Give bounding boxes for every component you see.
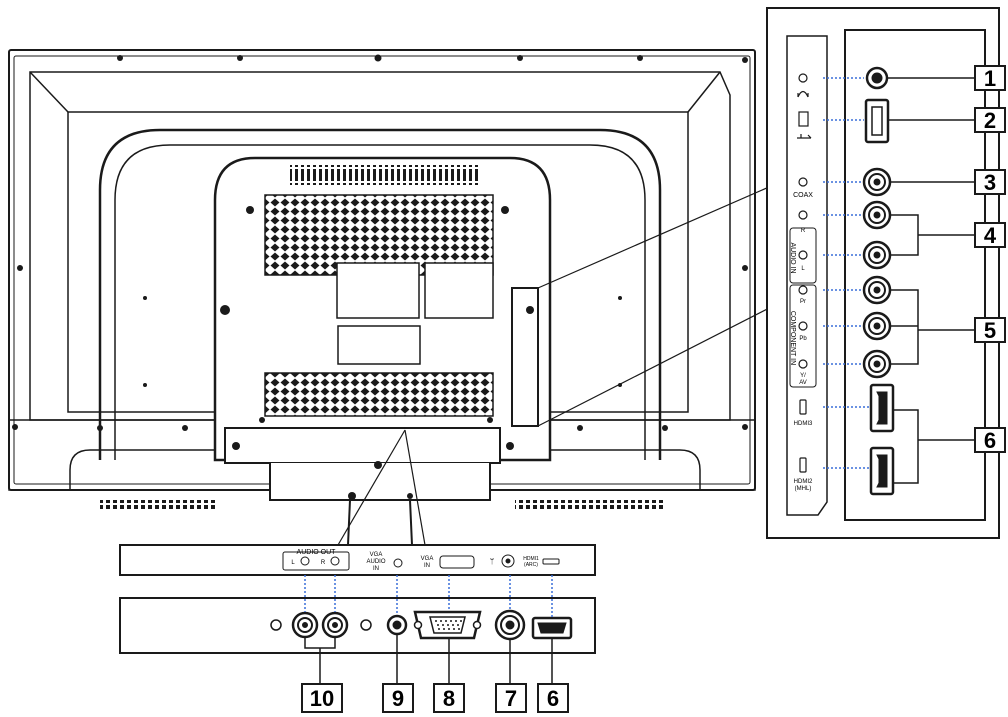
screws <box>12 54 748 500</box>
coax-label: COAX <box>793 192 813 199</box>
yav-label-line2: AV <box>799 380 807 386</box>
bottom-label-strip <box>119 544 596 576</box>
hdmi3-port <box>869 383 895 433</box>
callout-2: 2 <box>984 108 996 133</box>
tv-side-jack-panel <box>511 287 539 427</box>
audio-out-l-jack <box>291 611 319 639</box>
callout-1: 1 <box>984 66 996 91</box>
lower-vent-grille <box>264 372 494 417</box>
hdmi3-label: HDMI3 <box>794 421 813 427</box>
headphone-jack <box>865 66 889 90</box>
bottom-vent-right <box>515 500 665 509</box>
callout-8: 8 <box>443 686 455 711</box>
audio-in-r-jack <box>862 200 892 230</box>
top-vent <box>290 165 480 185</box>
component-pr-jack <box>862 275 892 305</box>
audio-out-r-jack <box>321 611 349 639</box>
audio-in-label: AUDIO IN <box>789 242 796 273</box>
antenna-jack <box>494 609 526 641</box>
component-pb-jack <box>862 311 892 341</box>
hdmi2-port <box>869 446 895 496</box>
side-leaders <box>888 77 975 484</box>
audio-out-r: R <box>321 560 326 566</box>
pr-label: Pr <box>800 299 806 305</box>
bottom-dotted-leaders <box>304 575 553 617</box>
vga-audio-label-line2: AUDIO <box>366 559 385 565</box>
hdmi1-label-line2: (ARC) <box>524 562 538 568</box>
label-plates <box>336 262 494 365</box>
vga-in-label-line1: VGA <box>421 556 434 562</box>
vga-audio-jack <box>386 614 408 636</box>
headphone-icon <box>797 90 809 98</box>
callout-7: 7 <box>505 686 517 711</box>
pb-label: Pb <box>799 336 807 342</box>
hdmi1-label-line1: HDMI1 <box>523 556 539 562</box>
hdmi2-label-line2: (MHL) <box>795 486 812 492</box>
vga-audio-label-line3: IN <box>373 566 379 572</box>
hdmi1-port <box>531 616 573 640</box>
vga-audio-label-line1: VGA <box>370 552 383 558</box>
usb-icon <box>797 134 812 139</box>
side-jacks <box>862 66 895 496</box>
component-y-jack <box>862 349 892 379</box>
bottom-vent-left <box>100 500 218 509</box>
callout-5: 5 <box>984 318 996 343</box>
audio-out-label: AUDIO OUT <box>297 549 337 556</box>
bottom-leaders <box>304 634 553 684</box>
callout-10: 10 <box>310 686 334 711</box>
right-callouts <box>974 65 1006 453</box>
audio-in-l: L <box>801 266 805 272</box>
coax-jack <box>862 167 892 197</box>
audio-in-r: R <box>801 228 806 234</box>
callout-6-bottom: 6 <box>547 686 559 711</box>
component-in-label: COMPONENT IN <box>789 311 796 365</box>
callout-3: 3 <box>984 170 996 195</box>
audio-in-l-jack <box>862 240 892 270</box>
hdmi2-label-line1: HDMI2 <box>794 479 813 485</box>
audio-out-l: L <box>291 560 295 566</box>
zoom-lines <box>337 179 786 546</box>
callout-4: 4 <box>984 223 997 248</box>
callout-6-side: 6 <box>984 428 996 453</box>
antenna-icon: ᛘ <box>490 557 495 566</box>
usb-port <box>864 98 890 144</box>
vga-in-label-line2: IN <box>424 563 430 569</box>
yav-label-line1: Y/ <box>800 373 806 379</box>
side-panel-labels <box>789 73 817 473</box>
bottom-jacks <box>270 609 573 641</box>
upper-vent-grille <box>264 194 494 276</box>
bottom-label-icons <box>282 551 560 571</box>
bottom-callouts <box>301 683 569 713</box>
side-dotted-leaders <box>823 77 869 469</box>
vga-port <box>413 610 482 640</box>
callout-9: 9 <box>392 686 404 711</box>
